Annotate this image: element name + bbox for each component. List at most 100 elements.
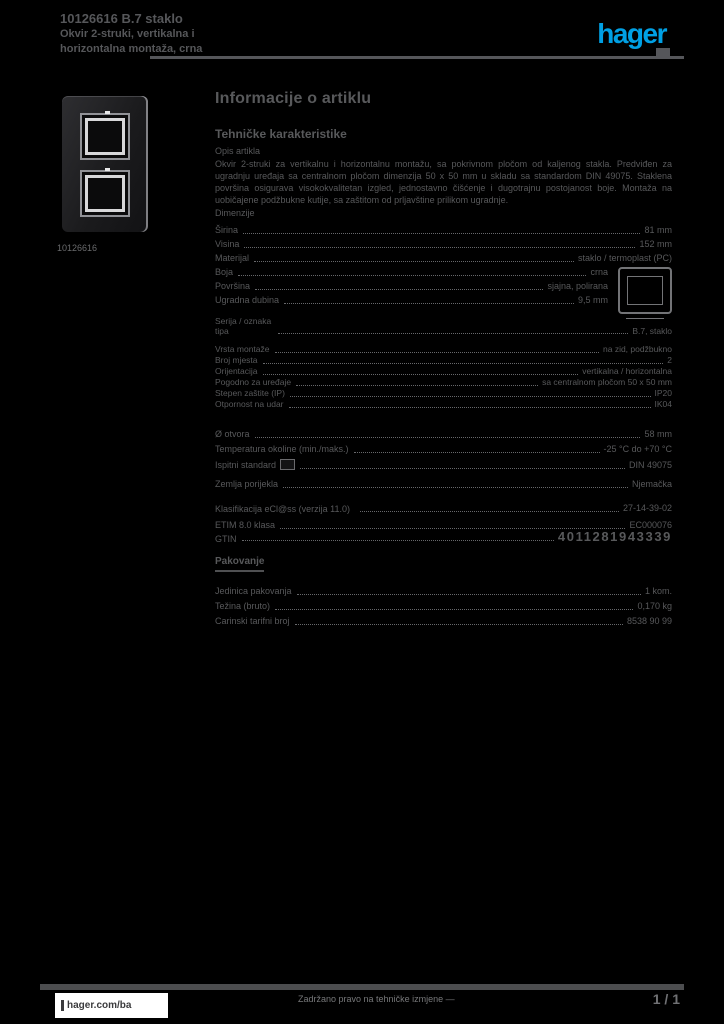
spec-row: Pogodno za uređaje sa centralnom pločom … [215, 377, 672, 388]
product-description: Okvir 2-struki za vertikalnu i horizonta… [215, 159, 672, 205]
leader-line [238, 275, 587, 276]
dimensions-section-label: Dimenzije [215, 208, 255, 218]
specs-group-dimensions: Širina 81 mm Visina 152 mm Materijal sta… [215, 222, 672, 306]
spec-label: Ugradna dubina [215, 295, 280, 305]
leader-line [255, 289, 544, 290]
spec-label: Orijentacija [215, 366, 258, 376]
spec-row: Materijal staklo / termoplast (PC) [215, 250, 672, 264]
spec-label: Materijal [215, 253, 250, 263]
footer-page-number: 1 / 1 [652, 991, 680, 1007]
spec-label: Pogodno za uređaje [215, 377, 292, 387]
packaging-heading: Pakovanje [215, 556, 265, 572]
spec-label: Boja [215, 267, 234, 277]
leader-line [241, 540, 554, 541]
hager-mark-icon [61, 1000, 64, 1011]
spec-row: Otpornost na udar IK04 [215, 399, 672, 410]
spec-value: IP20 [654, 388, 673, 398]
spec-value: 2 [667, 355, 672, 365]
leader-line [353, 452, 600, 453]
leader-line [288, 407, 651, 408]
spec-row: Širina 81 mm [215, 222, 672, 236]
footer-notice: Zadržano pravo na tehničke izmjene — [298, 994, 455, 1004]
leader-line [283, 487, 628, 488]
frame-opening-bottom [80, 168, 130, 217]
leader-line [294, 624, 623, 625]
spec-label: Širina [215, 225, 239, 235]
logo-square-icon [656, 48, 670, 57]
leader-line [254, 437, 641, 438]
product-header: 10126616 B.7 staklo Okvir 2-struki, vert… [60, 11, 245, 57]
spec-label: Ø otvora [215, 429, 250, 439]
footer-site-link[interactable]: hager.com/ba [67, 1000, 132, 1011]
leader-line [262, 363, 664, 364]
spec-value: -25 °C do +70 °C [603, 444, 672, 454]
spec-label: Težina (bruto) [215, 601, 271, 611]
spec-value: B.7, staklo [632, 326, 672, 336]
leader-line [289, 396, 651, 397]
spec-row: Klasifikacija eCl@ss (verzija 11.0) 27-1… [215, 490, 672, 514]
gtin-value: 4011281943339 [557, 529, 672, 544]
page-title: Informacije o artiklu [215, 90, 372, 107]
spec-value: 27-14-39-02 [622, 503, 672, 513]
leader-line [284, 303, 574, 304]
spec-row: Težina (bruto) 0,170 kg [215, 597, 672, 612]
footer-bar [40, 990, 684, 1013]
spec-value: 58 mm [644, 429, 672, 439]
spec-label: Površina [215, 281, 251, 291]
product-name-line1: Okvir 2-struki, vertikalna i [60, 28, 195, 40]
spec-label: Jedinica pakovanja [215, 586, 292, 596]
spec-label: Serija / oznaka tipa [215, 316, 272, 336]
footer-site-box: hager.com/ba [55, 993, 168, 1018]
spec-value: crna [590, 267, 608, 277]
spec-row: Zemlja porijekla Njemačka [215, 471, 672, 490]
dimension-sketch [618, 267, 672, 319]
leader-line [275, 609, 634, 610]
spec-label: Carinski tarifni broj [215, 616, 290, 626]
spec-value: 152 mm [639, 239, 672, 249]
spec-row: Boja crna [215, 264, 672, 278]
spec-value: Njemačka [631, 479, 672, 489]
standard-mark-icon [280, 459, 296, 470]
type-designation-row: Serija / oznaka tipa B.7, staklo [215, 316, 672, 336]
leader-line [296, 385, 539, 386]
spec-value: na zid, podžbukno [603, 344, 672, 354]
spec-row: Ispitni standard DIN 49075 [215, 455, 672, 471]
hager-logo: hager [597, 18, 667, 49]
leader-line [296, 594, 641, 595]
specs-group-general: Vrsta montaže na zid, podžbukno Broj mje… [215, 344, 672, 410]
product-name-line2: horizontalna montaža, crna [60, 43, 203, 55]
spec-row: Temperatura okoline (min./maks.) -25 °C … [215, 440, 672, 455]
leader-line [244, 247, 636, 248]
spec-row: ETIM 8.0 klasa EC000076 [215, 514, 672, 531]
leader-line [360, 511, 619, 512]
spec-row: Broj mjesta 2 [215, 355, 672, 366]
spec-value: EC000076 [629, 520, 672, 530]
leader-line [278, 333, 629, 334]
spec-label: ETIM 8.0 klasa [215, 520, 276, 530]
product-photo [62, 96, 148, 232]
section-subtitle: Tehničke karakteristike [215, 127, 347, 141]
leader-line [274, 352, 599, 353]
spec-value: staklo / termoplast (PC) [577, 253, 672, 263]
spec-label: Ispitni standard [215, 460, 277, 470]
spec-row: Stepen zaštite (IP) IP20 [215, 388, 672, 399]
spec-row: Ugradna dubina 9,5 mm [215, 292, 672, 306]
leader-line [243, 233, 641, 234]
product-reference: 10126616 B.7 staklo [60, 11, 183, 26]
footer-divider [40, 984, 684, 990]
leader-line [254, 261, 574, 262]
spec-label: Vrsta montaže [215, 344, 270, 354]
gtin-row: GTIN 4011281943339 [215, 529, 672, 544]
spec-value: sjajna, polirana [547, 281, 608, 291]
spec-value: 81 mm [644, 225, 672, 235]
spec-row: Površina sjajna, polirana [215, 278, 672, 292]
spec-value: vertikalna / horizontalna [582, 366, 672, 376]
leader-line [300, 468, 625, 469]
spec-row: Orijentacija vertikalna / horizontalna [215, 366, 672, 377]
spec-label: Otpornost na udar [215, 399, 284, 409]
spec-value: IK04 [654, 399, 673, 409]
spec-value: 0,170 kg [637, 601, 672, 611]
gtin-label: GTIN [215, 534, 237, 544]
spec-label: Zemlja porijekla [215, 479, 279, 489]
spec-label: Stepen zaštite (IP) [215, 388, 285, 398]
